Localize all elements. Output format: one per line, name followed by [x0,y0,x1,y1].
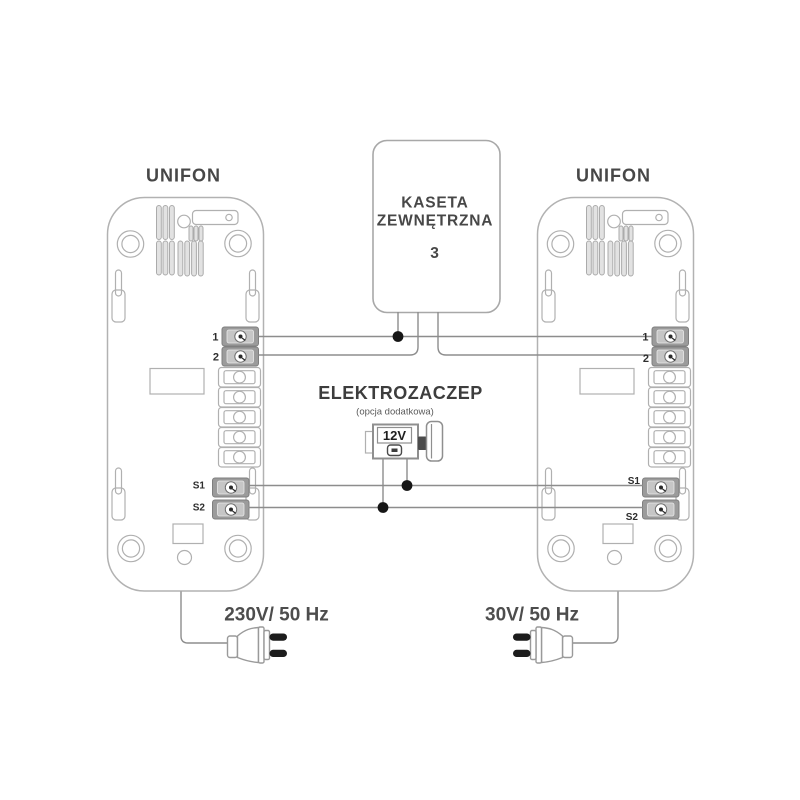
kaseta-box [372,139,501,314]
kaseta-title-line2: ZEWNĘTRZNA [377,213,494,230]
unifon-right-title: UNIFON [576,166,651,186]
left-terminal-1-label: 1 [212,332,218,344]
right-terminal-s1-label: S1 [628,476,641,487]
wire-line2-right [437,312,652,356]
power-cord-right [572,591,619,644]
left-terminal-2-label: 2 [213,352,219,364]
wires [180,312,652,644]
right-power-label: 30V/ 50 Hz [485,605,579,626]
polarity-dash-icon [391,448,398,452]
left-terminal-s2-label: S2 [193,503,206,514]
polarity-symbol-icon [386,444,403,457]
strike-voltage-label: 12V [383,428,406,443]
kaseta-wire-count: 3 [430,245,439,262]
strike-flange [364,430,374,454]
kaseta-title-line1: KASETA [401,195,468,212]
strike-label-frame [376,426,413,444]
strike-latch [418,436,427,450]
left-power-label: 230V/ 50 Hz [224,605,329,626]
elektrozaczep-device [364,420,444,462]
unifon-right-device [538,198,694,592]
right-terminal-s2-label: S2 [626,512,639,523]
elektrozaczep-title: ELEKTROZACZEP [318,383,483,403]
junction-dot [392,331,404,342]
unifon-left-title: UNIFON [146,166,221,186]
plug-left [226,626,288,664]
power-cord-left [180,591,228,644]
unifon-left-device [108,198,264,592]
wire-line2-left [258,312,419,356]
left-terminal-s1-label: S1 [193,481,206,492]
right-terminal-1-label: 1 [642,332,648,344]
junction-dot [377,502,389,513]
strike-plate [425,420,444,462]
junction-dot [401,480,413,491]
elektrozaczep-subtitle: (opcja dodatkowa) [356,407,434,418]
labels: UNIFON UNIFON KASETA ZEWNĘTRZNA 3 ELEKTR… [146,166,651,626]
right-terminal-2-label: 2 [643,353,649,365]
plug-right [512,626,574,664]
